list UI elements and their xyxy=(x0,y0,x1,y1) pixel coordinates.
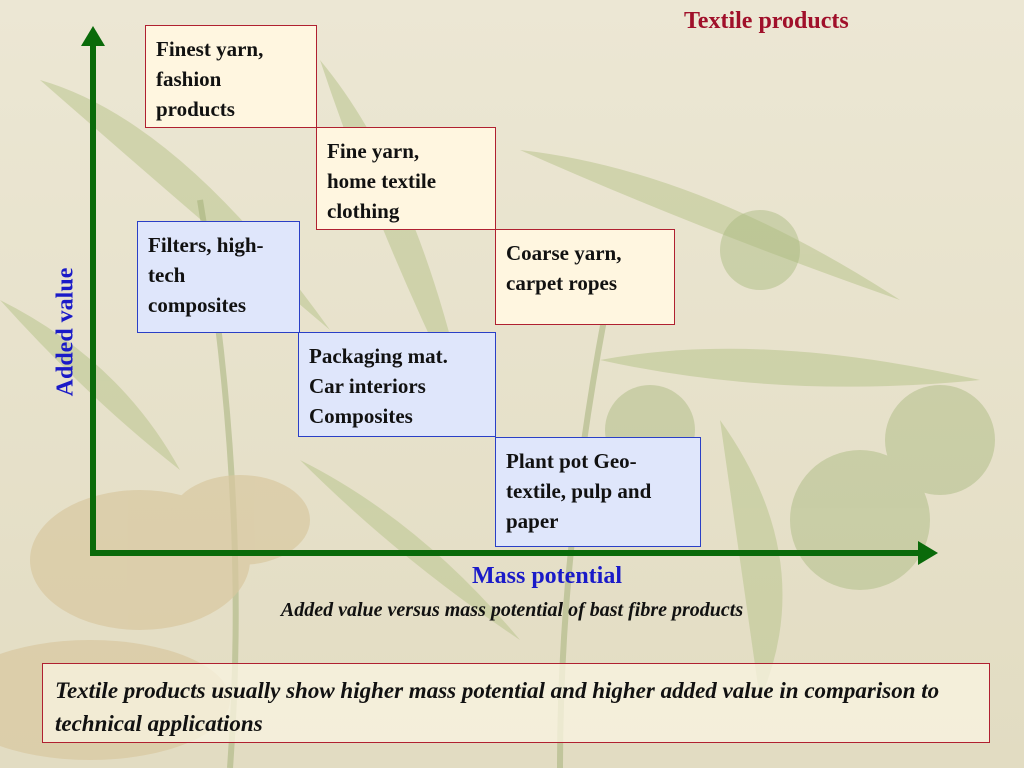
box-finest-yarn: Finest yarn, fashion products xyxy=(145,25,317,128)
box-fine-yarn: Fine yarn, home textile clothing xyxy=(316,127,496,230)
figure-caption: Added value versus mass potential of bas… xyxy=(280,599,744,621)
box-plant-pot: Plant pot Geo- textile, pulp and paper xyxy=(495,437,701,547)
box-filters: Filters, high- tech composites xyxy=(137,221,300,333)
summary-note: Textile products usually show higher mas… xyxy=(42,663,990,743)
axes xyxy=(81,26,938,565)
x-axis-label: Mass potential xyxy=(472,563,622,589)
textile-products-title: Textile products xyxy=(684,8,849,34)
box-coarse-yarn: Coarse yarn, carpet ropes xyxy=(495,229,675,325)
box-packaging: Packaging mat. Car interiors Composites xyxy=(298,332,496,437)
y-axis-label: Added value xyxy=(52,267,79,397)
